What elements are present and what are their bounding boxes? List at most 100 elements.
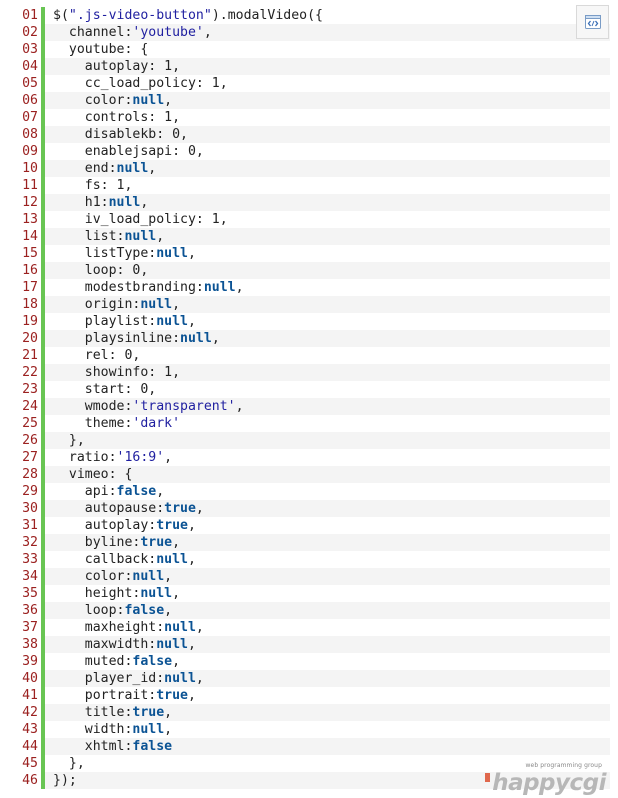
code-text: player_id:null, [45, 670, 610, 687]
code-text: modestbranding:null, [45, 279, 610, 296]
code-token: , [235, 399, 244, 414]
code-text: cc_load_policy: 1, [45, 75, 610, 92]
code-line: 28 vimeo: { [0, 466, 610, 483]
view-source-button[interactable] [576, 5, 609, 39]
gutter-bar [41, 653, 45, 670]
logo-mark-icon [485, 773, 491, 782]
code-token: controls: 1, [53, 110, 181, 125]
keyword-token: false [116, 484, 157, 499]
code-line: 09 enablejsapi: 0, [0, 143, 610, 160]
code-token: , [164, 93, 173, 108]
code-line: 22 showinfo: 1, [0, 364, 610, 381]
code-line: 21 rel: 0, [0, 347, 610, 364]
line-number: 44 [22, 739, 38, 754]
keyword-token: null [156, 552, 188, 567]
gutter-bar [41, 721, 45, 738]
code-token: , [195, 501, 204, 516]
line-number: 02 [22, 25, 38, 40]
code-text: xhtml:false [45, 738, 610, 755]
line-number: 27 [22, 450, 38, 465]
gutter-bar [41, 449, 45, 466]
gutter-bar [41, 245, 45, 262]
code-line: 23 start: 0, [0, 381, 610, 398]
keyword-token: null [108, 195, 141, 210]
code-line: 17 modestbranding:null, [0, 279, 610, 296]
line-number: 03 [22, 42, 38, 57]
code-token: callback: [53, 552, 157, 567]
gutter-bar [41, 211, 45, 228]
code-line: 40 player_id:null, [0, 670, 610, 687]
code-token: height: [53, 586, 141, 601]
gutter-bar [41, 619, 45, 636]
gutter-bar [41, 24, 45, 41]
code-line: 37 maxheight:null, [0, 619, 610, 636]
keyword-token: null [164, 620, 196, 635]
line-number: 17 [22, 280, 38, 295]
line-number: 22 [22, 365, 38, 380]
code-line: 42 title:true, [0, 704, 610, 721]
line-number: 19 [22, 314, 38, 329]
code-text: portrait:true, [45, 687, 610, 704]
code-token: , [187, 246, 196, 261]
watermark-tagline: web programming group [525, 762, 602, 769]
gutter-bar [41, 364, 45, 381]
code-token: , [164, 569, 173, 584]
keyword-token: null [140, 297, 173, 312]
code-token: playsinline: [53, 331, 181, 346]
code-text: muted:false, [45, 653, 610, 670]
code-line: 06 color:null, [0, 92, 610, 109]
line-number: 01 [22, 8, 38, 23]
code-token: maxwidth: [53, 637, 157, 652]
keyword-token: null [203, 280, 236, 295]
code-text: enablejsapi: 0, [45, 143, 610, 160]
code-text: origin:null, [45, 296, 610, 313]
keyword-token: null [164, 671, 196, 686]
line-number: 28 [22, 467, 38, 482]
keyword-token: null [156, 246, 188, 261]
gutter-bar [41, 92, 45, 109]
line-number: 23 [22, 382, 38, 397]
code-token: disablekb: 0, [53, 127, 188, 142]
gutter-bar [41, 126, 45, 143]
code-line: 01$(".js-video-button").modalVideo({ [0, 7, 610, 24]
code-text: rel: 0, [45, 347, 610, 364]
code-line: 18 origin:null, [0, 296, 610, 313]
line-number: 13 [22, 212, 38, 227]
gutter-bar [41, 109, 45, 126]
code-line: 34 color:null, [0, 568, 610, 585]
code-text: maxwidth:null, [45, 636, 610, 653]
code-token: , [187, 552, 196, 567]
code-text: start: 0, [45, 381, 610, 398]
gutter-bar [41, 738, 45, 755]
line-number: 40 [22, 671, 38, 686]
code-text: autoplay:true, [45, 517, 610, 534]
gutter-bar [41, 687, 45, 704]
keyword-token: null [156, 314, 188, 329]
string-token: 'dark' [132, 416, 181, 431]
code-token: }, [53, 756, 85, 771]
code-token: , [187, 637, 196, 652]
code-text: disablekb: 0, [45, 126, 610, 143]
code-token: autoplay: 1, [53, 59, 181, 74]
line-number: 10 [22, 161, 38, 176]
gutter-bar [41, 58, 45, 75]
keyword-token: null [116, 161, 149, 176]
keyword-token: null [140, 586, 173, 601]
code-text: showinfo: 1, [45, 364, 610, 381]
code-text: autoplay: 1, [45, 58, 610, 75]
keyword-token: null [132, 93, 165, 108]
code-token: , [156, 484, 165, 499]
line-number: 24 [22, 399, 38, 414]
line-number: 46 [22, 773, 38, 788]
code-token: , [235, 280, 244, 295]
line-number: 21 [22, 348, 38, 363]
code-text: byline:true, [45, 534, 610, 551]
code-line: 32 byline:true, [0, 534, 610, 551]
code-line: 41 portrait:true, [0, 687, 610, 704]
gutter-bar [41, 330, 45, 347]
gutter-bar [41, 568, 45, 585]
keyword-token: true [156, 518, 188, 533]
code-line: 14 list:null, [0, 228, 610, 245]
gutter-bar [41, 41, 45, 58]
code-text: }); [45, 772, 610, 789]
